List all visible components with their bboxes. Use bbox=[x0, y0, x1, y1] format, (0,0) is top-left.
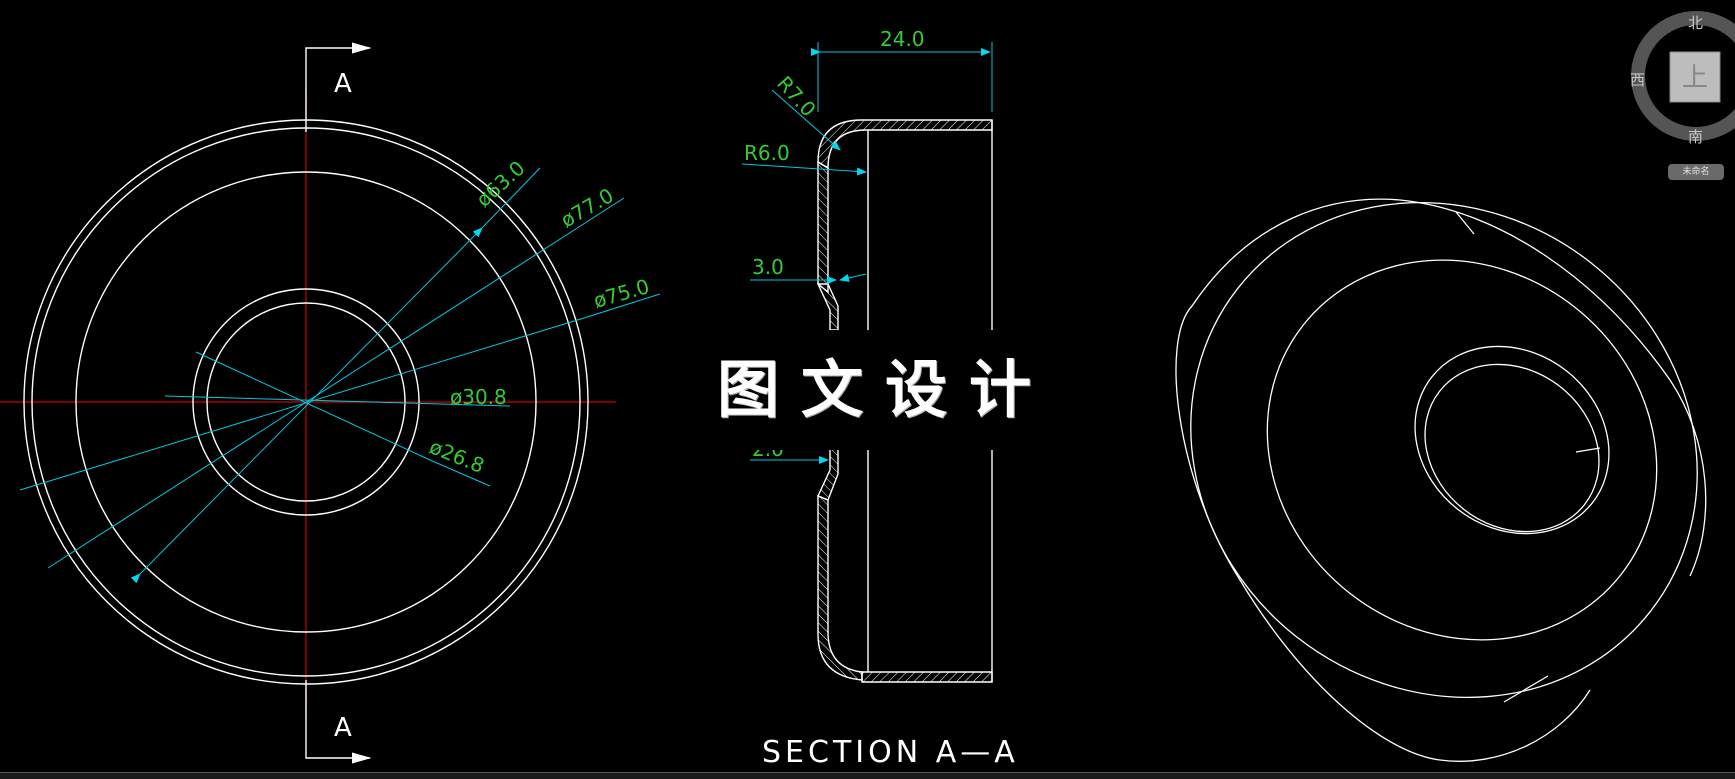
iso-front-face-outer bbox=[1190, 201, 1698, 699]
iso-front-face-inner bbox=[1266, 259, 1658, 641]
section-title: SECTION A—A bbox=[762, 735, 1019, 770]
iso-seam-bore bbox=[1575, 447, 1601, 453]
section-shell-wall-upper bbox=[817, 160, 829, 294]
dim-text-75: ø75.0 bbox=[591, 274, 652, 313]
iso-bore-outer bbox=[1414, 345, 1610, 535]
dim-text-r6: R6.0 bbox=[744, 141, 790, 165]
viewcube-ring[interactable] bbox=[1631, 11, 1735, 141]
viewcube-south[interactable]: 南 bbox=[1688, 128, 1703, 146]
section-shell-step-upper bbox=[816, 283, 839, 331]
viewcube-west[interactable]: 西 bbox=[1630, 71, 1645, 89]
wcs-menu-button[interactable]: 未命名 bbox=[1668, 164, 1724, 180]
dim-leader-77 bbox=[47, 197, 625, 569]
circle-63 bbox=[75, 171, 537, 633]
iso-bore-inner bbox=[1424, 363, 1600, 533]
dim-leader-r7 bbox=[771, 89, 841, 151]
section-marker-top: A bbox=[334, 69, 352, 99]
viewcube-face[interactable] bbox=[1669, 51, 1721, 103]
watermark: 图文设计 bbox=[695, 330, 1075, 450]
dim-leader-26-8 bbox=[195, 351, 431, 461]
dim-leader-75-ext bbox=[583, 293, 661, 319]
viewcube-face-label: 上 bbox=[1682, 63, 1708, 93]
section-marker-bottom: A bbox=[334, 713, 352, 743]
dim-leader-r6 bbox=[741, 163, 867, 176]
section-shell-bottom bbox=[861, 671, 993, 683]
viewcube[interactable]: 上 北 南 西 bbox=[1630, 11, 1735, 146]
section-view[interactable]: 24.0 R7.0 R6.0 3.0 2.0 SECTION A—A bbox=[741, 27, 1019, 770]
status-strip bbox=[0, 772, 1735, 779]
dim-leader-63-ext bbox=[481, 167, 541, 229]
dim-ext-3 bbox=[839, 273, 867, 282]
dim-text-77: ø77.0 bbox=[557, 183, 618, 232]
iso-seam-top bbox=[1455, 211, 1475, 235]
section-shell-top bbox=[817, 119, 993, 170]
dim-text-30-8: ø30.8 bbox=[450, 385, 507, 409]
dim-text-3: 3.0 bbox=[752, 255, 784, 279]
viewcube-north[interactable]: 北 bbox=[1688, 14, 1703, 32]
iso-seam-bottom bbox=[1503, 675, 1549, 703]
section-shell-wall-lower bbox=[817, 494, 863, 681]
dim-text-24: 24.0 bbox=[880, 27, 925, 51]
dim-leader-30-8 bbox=[164, 395, 511, 407]
dim-text-63: ø63.0 bbox=[471, 156, 529, 212]
isometric-view[interactable] bbox=[1091, 101, 1735, 778]
dim-leader-75 bbox=[19, 317, 585, 491]
section-cut-top bbox=[305, 42, 372, 132]
iso-outer-silhouette bbox=[1175, 305, 1591, 762]
section-cut-bottom bbox=[305, 680, 372, 764]
front-view[interactable]: A A ø63.0 ø77.0 ø75.0 ø30.8 ø26.8 bbox=[0, 42, 661, 764]
iso-outer-rim-back bbox=[1191, 198, 1707, 577]
section-shell-step-lower bbox=[817, 447, 839, 501]
dim-leader-26-8-ext bbox=[429, 459, 491, 487]
